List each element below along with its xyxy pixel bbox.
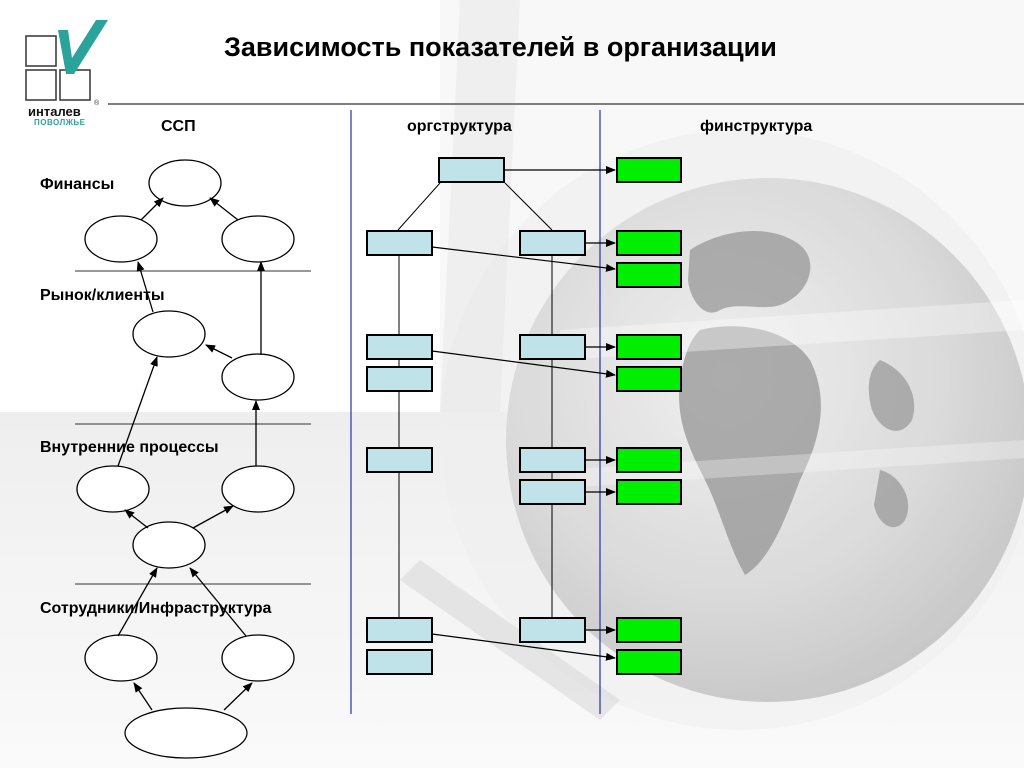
ssp-node-employees-right: [221, 634, 295, 682]
fin-box-7: [616, 479, 682, 505]
ssp-node-internal-left: [76, 465, 150, 513]
org-box-l2b: [366, 366, 433, 392]
org-box-r2: [519, 334, 586, 360]
org-connectors: [397, 182, 553, 618]
column-header-fin: финструктура: [700, 118, 813, 135]
org-box-l2a: [366, 334, 433, 360]
logo-subtitle: ПОВОЛЖЬЕ: [34, 118, 86, 127]
fin-box-2: [616, 230, 682, 256]
org-boxes: [366, 157, 586, 675]
org-box-r1: [519, 230, 586, 256]
ssp-node-internal-bottom: [132, 521, 206, 569]
level-label-market: Рынок/клиенты: [40, 287, 165, 304]
org-fin-arrows: [431, 166, 616, 661]
org-box-l3: [366, 447, 433, 473]
level-label-finance: Финансы: [40, 176, 115, 193]
ssp-node-finance-top: [148, 159, 222, 207]
ssp-node-market-top: [132, 310, 206, 358]
ssp-node-employees-base: [124, 707, 248, 759]
org-box-l4a: [366, 617, 433, 643]
fin-box-6: [616, 447, 682, 473]
level-label-internal: Внутренние процессы: [40, 439, 219, 456]
org-box-top: [438, 157, 505, 183]
org-box-r4: [519, 617, 586, 643]
org-box-l1: [366, 230, 433, 256]
fin-box-4: [616, 334, 682, 360]
level-label-employees: Сотрудники/Инфраструктура: [40, 600, 272, 617]
fin-boxes: [616, 157, 682, 675]
ssp-node-finance-left: [84, 215, 158, 263]
ssp-node-internal-right: [221, 465, 295, 513]
column-header-org: оргструктура: [407, 118, 512, 135]
ssp-arrows: [117, 197, 265, 711]
logo-registered-mark: ®: [94, 100, 100, 107]
column-header-ssp: ССП: [161, 118, 196, 135]
fin-box-9: [616, 649, 682, 675]
org-box-l4b: [366, 649, 433, 675]
fin-box-8: [616, 617, 682, 643]
org-box-r3a: [519, 447, 586, 473]
fin-box-5: [616, 366, 682, 392]
fin-box-3: [616, 262, 682, 288]
org-box-r3b: [519, 479, 586, 505]
fin-box-1: [616, 157, 682, 183]
page-title: Зависимость показателей в организации: [224, 32, 777, 62]
ssp-node-finance-right: [221, 215, 295, 263]
company-logo: [25, 20, 108, 101]
logo-wordmark: инталев: [28, 104, 81, 119]
ssp-node-employees-left: [84, 634, 158, 682]
ssp-nodes: [76, 159, 295, 759]
ssp-node-market-right: [221, 353, 295, 401]
